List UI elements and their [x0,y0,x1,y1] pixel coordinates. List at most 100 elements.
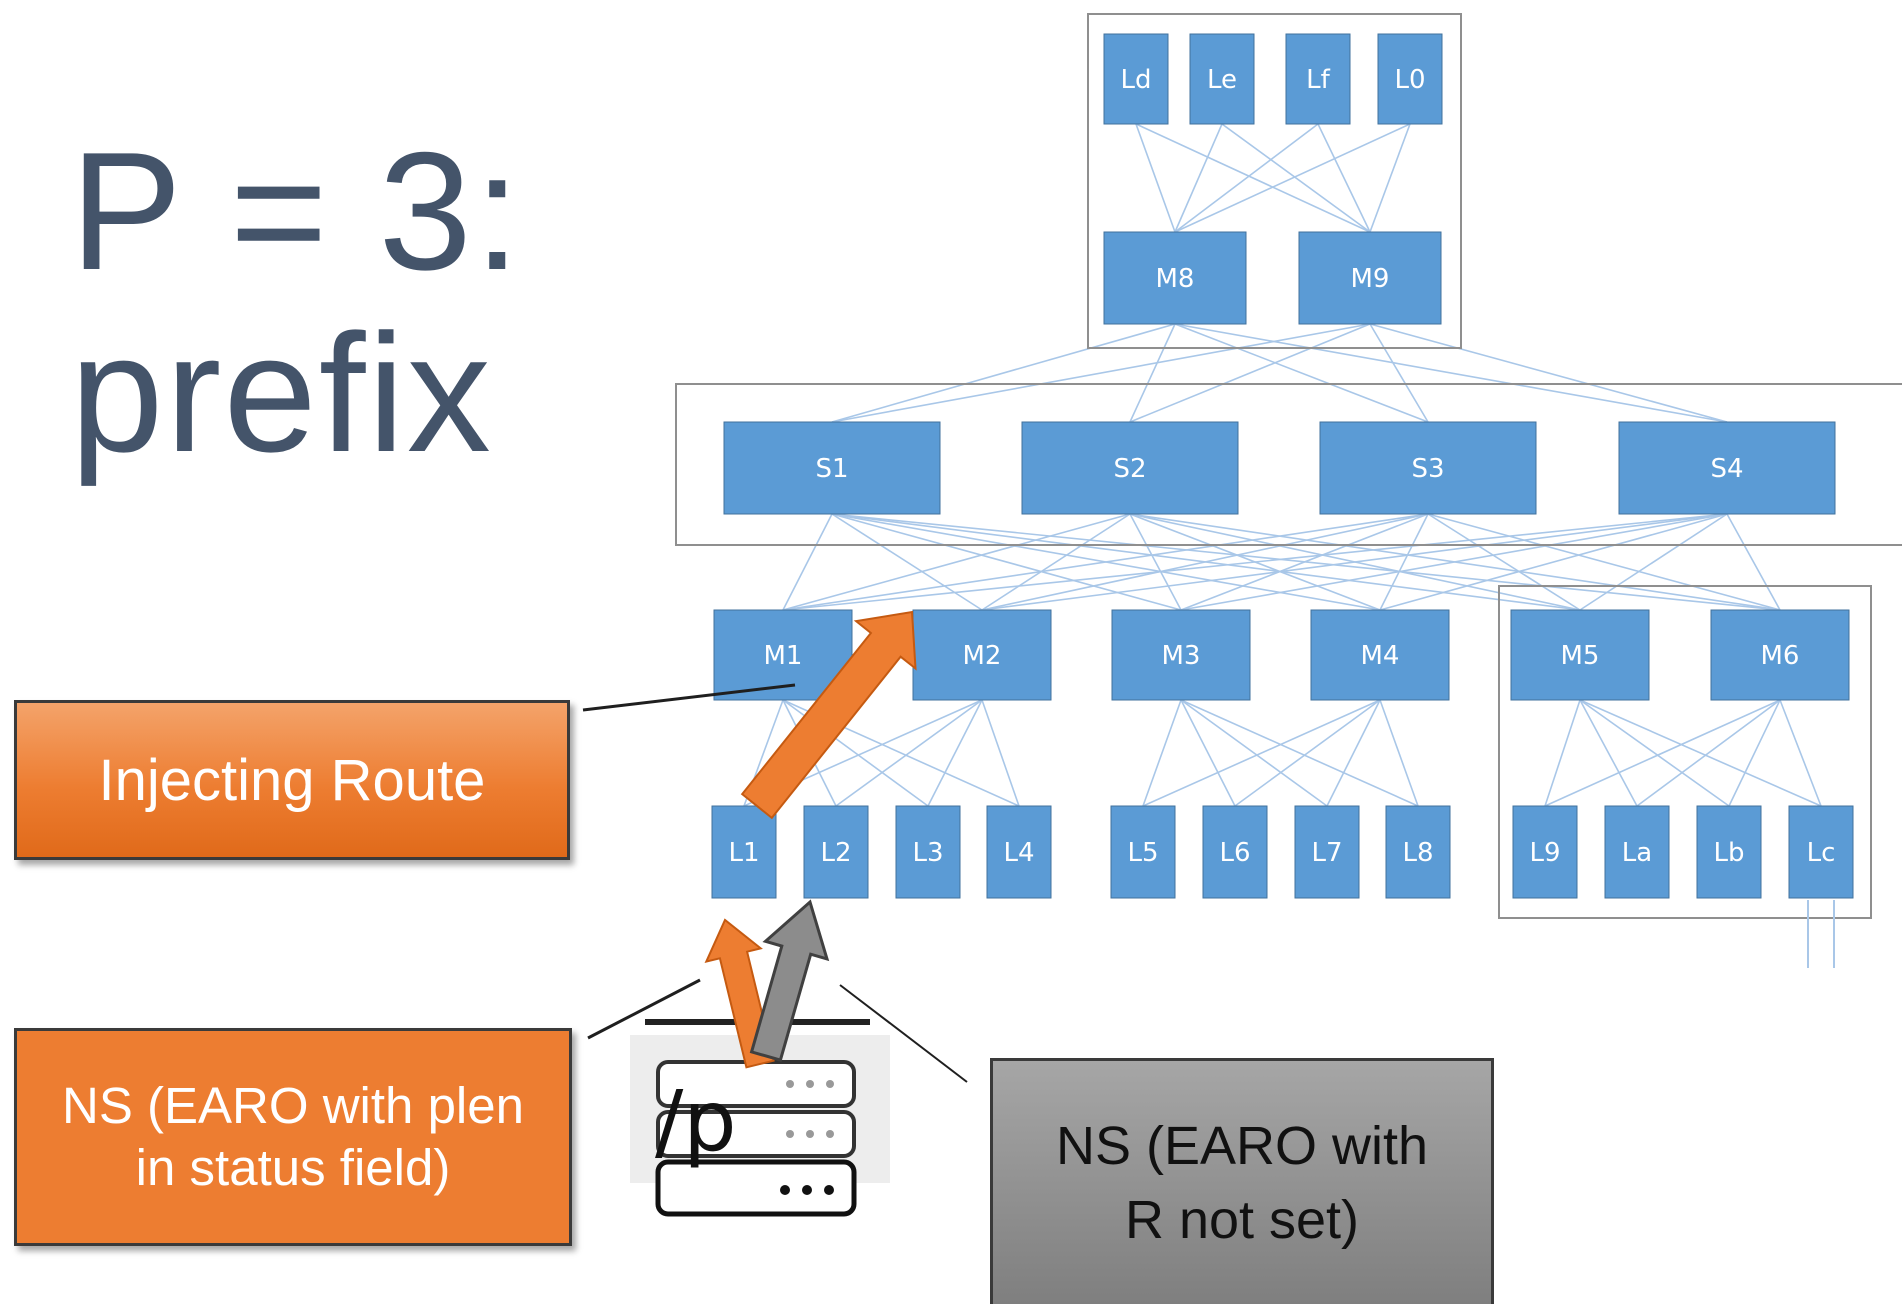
link-line [1636,699,1781,807]
node-box [1103,231,1247,325]
injecting-route-label: Injecting Route [98,747,486,813]
node-m3: M3 [1111,609,1251,701]
link-line [1142,699,1381,807]
node-label: L2 [820,838,851,868]
node-box [1618,421,1836,515]
node-box [1696,805,1762,899]
link-line [831,323,1176,423]
node-m2: M2 [912,609,1052,701]
link-line [1579,699,1822,807]
node-s1: S1 [723,421,941,515]
node-box [1512,805,1578,899]
ns-plen-callout: NS (EARO with plen in status field) [14,1028,572,1246]
node-label: L6 [1219,838,1250,868]
node-la: La [1604,805,1670,899]
node-l2: L2 [803,805,869,899]
node-label: L8 [1402,838,1433,868]
link-line [1579,699,1638,807]
ns-plen-line-2: in status field) [135,1139,451,1196]
link-line [831,513,1182,611]
node-l1: L1 [711,805,777,899]
link-line [831,323,1371,423]
node-le: Le [1189,33,1255,125]
node-box [1294,805,1360,899]
node-ld: Ld [1103,33,1169,125]
connector-ns-r [839,984,968,1083]
node-label: Lb [1714,838,1745,868]
link-line [1180,699,1236,807]
node-label: M4 [1361,641,1400,671]
node-box [986,805,1052,899]
node-l3: L3 [895,805,961,899]
node-label: S1 [815,454,848,484]
node-box [1298,231,1442,325]
top-pod-frame [1087,13,1462,349]
node-box [912,609,1052,701]
host-led [802,1185,812,1195]
node-label: M3 [1162,641,1201,671]
node-label: S4 [1710,454,1743,484]
host-led [826,1130,834,1138]
node-label: S2 [1113,454,1146,484]
node-label: L1 [728,838,759,868]
connector-ns-plen [587,978,701,1040]
node-box [1385,805,1451,899]
node-box [1202,805,1268,899]
link-line [981,513,1728,611]
node-lb: Lb [1696,805,1762,899]
node-label: L3 [912,838,943,868]
node-l9: L9 [1512,805,1578,899]
link-line [782,513,1728,611]
link-line [1234,699,1381,807]
node-m9: M9 [1298,231,1442,325]
title-line-1: P = 3: [70,117,523,305]
node-l8: L8 [1385,805,1451,899]
node-box [1103,33,1169,125]
node-m5: M5 [1510,609,1650,701]
link-line [782,513,1429,611]
host-led [786,1130,794,1138]
node-label: S3 [1411,454,1444,484]
node-box [1189,33,1255,125]
link-line [782,513,833,611]
link-line [1174,123,1319,233]
link-line [1129,323,1371,423]
link-line [1129,323,1176,423]
host-device: /p [630,1019,890,1217]
node-l0: L0 [1377,33,1443,125]
node-l5: L5 [1110,805,1176,899]
node-l6: L6 [1202,805,1268,899]
host-slot-3 [655,1159,857,1217]
node-label: La [1622,838,1652,868]
node-label: Le [1207,65,1237,95]
link-line [1369,123,1411,233]
node-box [1021,421,1239,515]
link-line [1579,513,1728,611]
link-line [1135,123,1371,233]
link-line [1427,513,1781,611]
node-m6: M6 [1710,609,1850,701]
link-line [1379,513,1429,611]
node-box [1111,609,1251,701]
link-line [1180,513,1728,611]
host-led [806,1080,814,1088]
node-label: L7 [1311,838,1342,868]
node-label: L0 [1394,65,1425,95]
node-label: M5 [1561,641,1600,671]
node-l4: L4 [986,805,1052,899]
link-line [1544,699,1581,807]
link-line [1180,699,1328,807]
node-m4: M4 [1310,609,1450,701]
node-label: L5 [1127,838,1158,868]
link-line [927,699,983,807]
node-box [711,805,777,899]
link-line [1180,513,1429,611]
link-line [782,513,1131,611]
link-line [831,513,983,611]
node-label: M8 [1156,264,1195,294]
node-s2: S2 [1021,421,1239,515]
link-line [835,699,983,807]
node-label: M2 [963,641,1002,671]
node-box [803,805,869,899]
